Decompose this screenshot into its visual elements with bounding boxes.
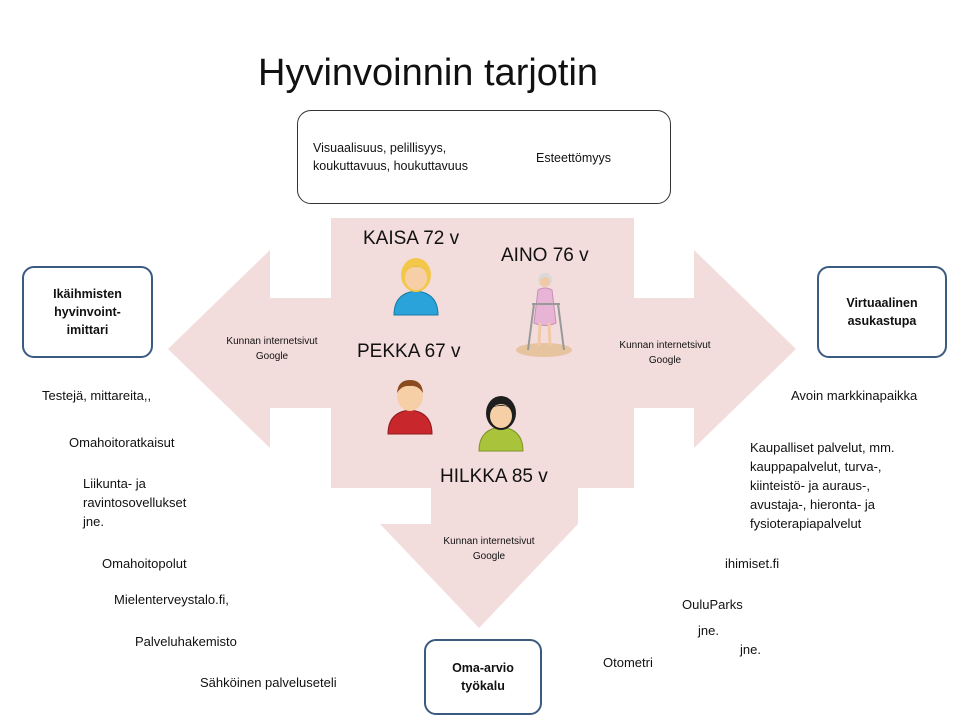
arrow-label-right: Kunnan internetsivut Google: [605, 338, 725, 368]
person-name-aino: AINO 76 v: [501, 245, 589, 266]
left-item: Testejä, mittareita,,: [42, 388, 152, 403]
left-item: ravintosovellukset: [83, 495, 187, 510]
right-item: kiinteistö- ja auraus-,: [750, 478, 870, 493]
man-avatar-icon: [387, 380, 433, 435]
person-name-pekka: PEKKA 67 v: [357, 341, 461, 362]
arrow-label-bottom: Kunnan internetsivut Google: [428, 534, 550, 564]
page-title: Hyvinvoinnin tarjotin: [258, 52, 599, 94]
top-box-right-text: Esteettömyys: [536, 151, 612, 165]
right-item: jne.: [740, 642, 761, 657]
box-right-line: Virtuaalinen: [846, 296, 918, 310]
arrow-fill: [168, 218, 796, 628]
box-right: Virtuaalinen asukastupa: [817, 266, 947, 358]
box-bottom: Oma-arvio työkalu: [424, 639, 542, 715]
left-item: jne.: [83, 514, 104, 529]
top-box-line: Visuaalisuus, pelillisyys,: [313, 141, 447, 155]
box-left-line: imittari: [66, 323, 109, 337]
arrow-label-line: Google: [648, 355, 682, 366]
left-item: Omahoitopolut: [102, 556, 187, 571]
right-item: avustaja-, hieronta- ja: [750, 497, 876, 512]
box-right-line: asukastupa: [847, 314, 917, 328]
top-box: Visuaalisuus, pelillisyys, koukuttavuus,…: [297, 110, 671, 204]
arrow-label-line: Google: [255, 351, 289, 362]
left-item: Liikunta- ja: [83, 476, 146, 491]
right-item: fysioterapiapalvelut: [750, 516, 862, 531]
box-left-line: hyvinvoint-: [54, 305, 121, 319]
right-item: OuluParks: [682, 597, 743, 612]
woman-dark-hair-avatar-icon: [478, 396, 524, 452]
right-item: Otometri: [603, 655, 653, 670]
box-left: Ikäihmisten hyvinvoint- imittari: [22, 266, 153, 358]
left-item: Mielenterveystalo.fi,: [114, 592, 229, 607]
elderly-woman-walker-icon: [516, 273, 572, 357]
top-box-line: koukuttavuus, houkuttavuus: [313, 159, 468, 173]
right-item: jne.: [698, 623, 719, 638]
person-name-kaisa: KAISA 72 v: [363, 228, 460, 249]
arrow-label-left: Kunnan internetsivut Google: [222, 334, 322, 364]
woman-blonde-avatar-icon: [393, 258, 439, 316]
right-item: kauppapalvelut, turva-,: [750, 459, 882, 474]
left-item: Palveluhakemisto: [135, 634, 237, 649]
right-item: ihimiset.fi: [725, 556, 780, 571]
top-box-left-text: Visuaalisuus, pelillisyys, koukuttavuus,…: [313, 139, 468, 175]
person-name-hilkka: HILKKA 85 v: [440, 466, 548, 487]
box-left-line: Ikäihmisten: [53, 287, 122, 301]
right-item: Avoin markkinapaikka: [791, 388, 918, 403]
arrow-label-line: Kunnan internetsivut: [226, 336, 318, 347]
box-bottom-line: Oma-arvio: [452, 661, 514, 675]
box-bottom-line: työkalu: [461, 679, 505, 693]
right-item: Kaupalliset palvelut, mm.: [750, 440, 895, 455]
left-item: Sähköinen palveluseteli: [200, 675, 337, 690]
arrow-label-line: Google: [472, 551, 506, 562]
arrow-label-line: Kunnan internetsivut: [443, 536, 535, 547]
left-item: Omahoitoratkaisut: [69, 435, 175, 450]
arrow-label-line: Kunnan internetsivut: [619, 340, 711, 351]
